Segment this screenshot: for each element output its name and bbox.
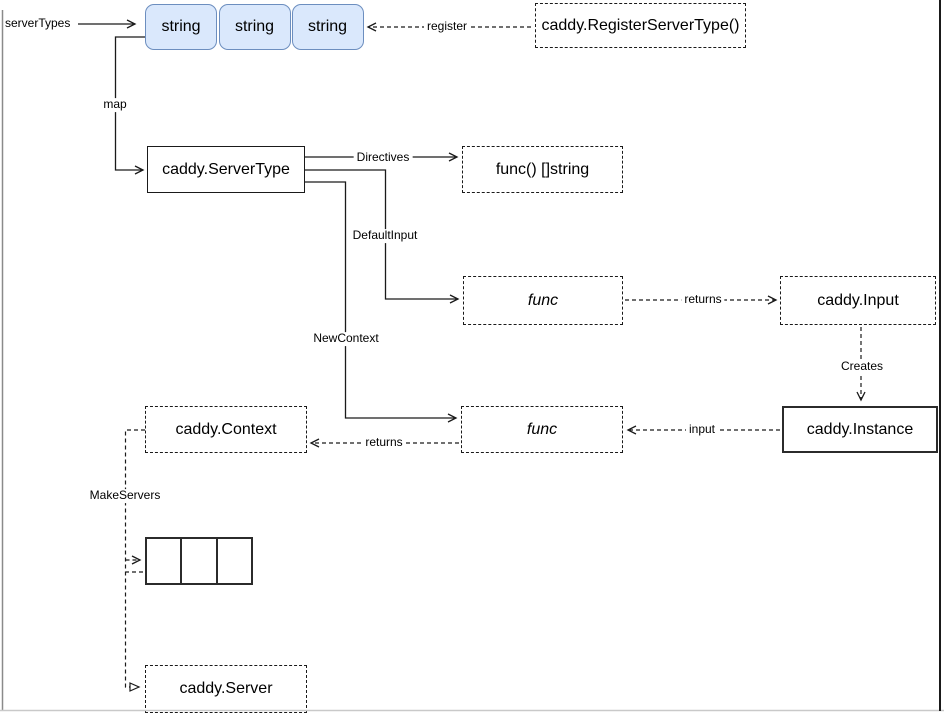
node-string-2: string — [218, 4, 291, 50]
node-func-default-input: func — [463, 276, 623, 325]
label-map: map — [100, 97, 130, 112]
node-string-1: string — [145, 4, 217, 50]
node-register-server-type: caddy.RegisterServerType() — [535, 3, 746, 48]
node-caddy-server: caddy.Server — [145, 665, 307, 713]
node-server-type: caddy.ServerType — [147, 146, 305, 193]
node-caddy-context: caddy.Context — [145, 406, 307, 453]
array-cell — [147, 539, 183, 583]
label-returns-input: returns — [681, 292, 725, 307]
node-caddy-input: caddy.Input — [780, 276, 936, 325]
label-directives: Directives — [353, 150, 413, 165]
label-default-input: DefaultInput — [349, 228, 421, 243]
array-cell — [218, 539, 251, 583]
label-make-servers: MakeServers — [86, 488, 164, 503]
node-caddy-instance: caddy.Instance — [782, 406, 938, 453]
array-cell — [182, 539, 218, 583]
label-returns-context: returns — [362, 435, 406, 450]
label-new-context: NewContext — [310, 331, 382, 346]
node-server-array — [145, 537, 253, 585]
label-creates: Creates — [837, 359, 887, 374]
label-input: input — [685, 422, 719, 437]
edge-new-context — [305, 181, 458, 423]
label-register: register — [423, 19, 471, 34]
node-string-3: string — [291, 4, 364, 50]
edge-make-servers — [124, 429, 145, 692]
node-func-directives: func() []string — [462, 146, 623, 193]
label-server-types: serverTypes — [5, 16, 71, 30]
node-func-new-context: func — [461, 406, 623, 453]
